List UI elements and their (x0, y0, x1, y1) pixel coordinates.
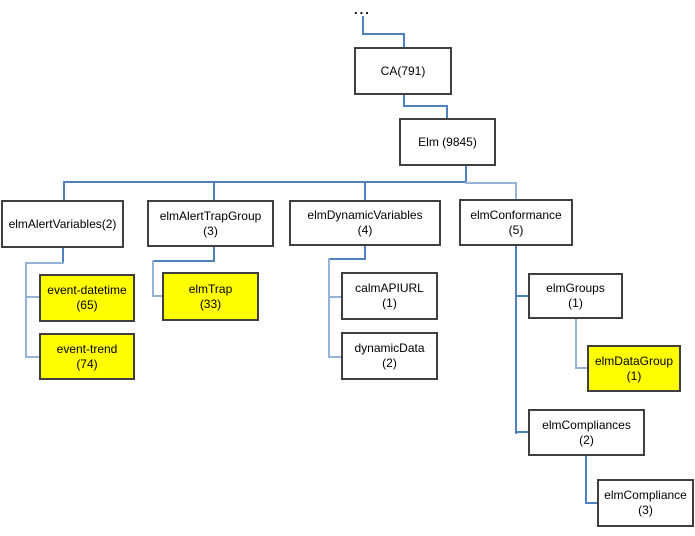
connector-line (446, 105, 448, 118)
node-label: dynamicData (2) (354, 341, 425, 370)
connector-line (328, 356, 341, 358)
node-elm-groups: elmGroups (1) (528, 273, 623, 319)
connector-line (25, 356, 39, 358)
connector-line (515, 295, 528, 297)
connector-line (515, 246, 517, 434)
node-dynamic-data: dynamicData (2) (341, 332, 438, 380)
connector-line (25, 262, 64, 264)
node-label: elmCompliance (3) (604, 488, 687, 517)
node-elm-compliances: elmCompliances (2) (528, 409, 645, 456)
connector-line (213, 247, 215, 262)
tree-parent-ellipsis: ... (354, 2, 371, 17)
node-label: elmDataGroup (1) (594, 353, 674, 383)
connector-line (465, 166, 467, 183)
connector-line (575, 319, 577, 369)
node-event-trend: event-trend (74) (39, 333, 135, 380)
connector-line (62, 248, 64, 264)
connector-line (364, 181, 366, 200)
connector-line (465, 182, 517, 184)
node-label: elmAlertVariables(2) (8, 216, 117, 231)
connector-line (364, 246, 366, 260)
node-label: calmAPIURL (1) (355, 281, 424, 310)
connector-line (403, 105, 448, 107)
connector-line (152, 260, 215, 262)
connector-line (362, 16, 364, 35)
node-elm-alert-variables: elmAlertVariables(2) (1, 200, 124, 248)
node-elm: Elm (9845) (399, 118, 496, 166)
node-label: CA(791) (380, 63, 426, 78)
node-calm-apiurl: calmAPIURL (1) (341, 272, 438, 320)
connector-line (403, 33, 405, 47)
connector-line (362, 33, 405, 35)
node-elm-conformance: elmConformance (5) (459, 199, 573, 246)
connector-line (25, 296, 39, 298)
node-label: elmCompliances (2) (542, 417, 631, 447)
connector-line (575, 367, 587, 369)
connector-line (515, 182, 517, 200)
connector-line (515, 431, 528, 433)
node-label: elmDynamicVariables (4) (307, 208, 423, 237)
node-elm-alert-trap-group: elmAlertTrapGroup (3) (147, 200, 274, 247)
connector-line (152, 295, 162, 297)
connector-line (63, 181, 65, 200)
connector-line (213, 181, 215, 200)
node-elm-dynamic-variables: elmDynamicVariables (4) (289, 200, 441, 246)
node-elm-compliance: elmCompliance (3) (597, 479, 694, 527)
connector-line (328, 258, 366, 260)
node-event-datetime: event-datetime (65) (39, 274, 135, 322)
connector-line (25, 262, 27, 358)
node-label: Elm (9845) (418, 134, 477, 149)
connector-line (585, 502, 597, 504)
node-ca: CA(791) (354, 47, 452, 95)
node-label: event-datetime (65) (47, 283, 127, 312)
node-elm-trap: elmTrap (33) (162, 272, 259, 321)
node-elm-data-group: elmDataGroup (1) (587, 345, 681, 392)
node-label: elmAlertTrapGroup (3) (159, 208, 262, 238)
connector-line (64, 181, 467, 183)
node-label: elmGroups (1) (546, 281, 605, 310)
connector-line (328, 258, 330, 358)
node-label: event-trend (74) (56, 341, 118, 371)
connector-line (152, 260, 154, 297)
connector-line (403, 95, 405, 107)
node-label: elmTrap (33) (188, 281, 233, 311)
connector-line (585, 456, 587, 504)
connector-line (328, 296, 341, 298)
node-label: elmConformance (5) (470, 207, 562, 237)
